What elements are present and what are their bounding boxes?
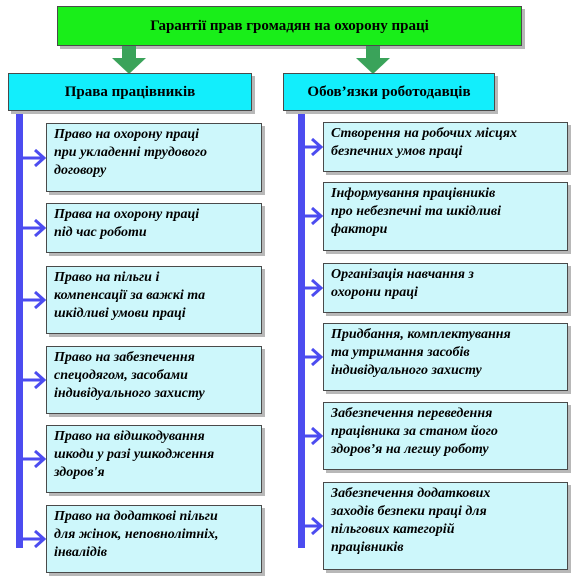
left-pointer-arrow bbox=[34, 370, 47, 390]
employer-duty-item: Забезпечення додаткових заходів безпеки … bbox=[323, 482, 568, 570]
right-pointer-arrow bbox=[311, 426, 324, 446]
employer-duty-item: Придбання, комплектування та утримання з… bbox=[323, 323, 568, 391]
right-pointer-arrow-group bbox=[305, 137, 324, 536]
employer-duty-item: Організація навчання з охорони праці bbox=[323, 263, 568, 313]
employee-right-item: Право на додаткові пільги для жінок, неп… bbox=[46, 505, 262, 573]
left-connector-bar bbox=[16, 112, 23, 548]
employee-right-item: Право на охорону праці при укладенні тру… bbox=[46, 123, 262, 192]
right-connector-bar bbox=[298, 112, 305, 548]
diagram-title: Гарантії прав громадян на охорону праці bbox=[57, 6, 522, 46]
employee-right-item: Право на пільги і компенсації за важкі т… bbox=[46, 266, 262, 334]
left-pointer-arrow-group bbox=[23, 148, 47, 549]
left-pointer-arrow bbox=[34, 290, 47, 310]
employee-right-item: Право на відшкодування шкоди у разі ушко… bbox=[46, 425, 262, 493]
down-arrow-left bbox=[112, 46, 146, 74]
employer-duty-item: Забезпечення переведення працівника за с… bbox=[323, 402, 568, 470]
left-pointer-arrow bbox=[34, 148, 47, 168]
down-arrow-right bbox=[356, 46, 390, 74]
right-pointer-arrow bbox=[311, 516, 324, 536]
right-pointer-arrow bbox=[311, 347, 324, 367]
employer-duty-item: Створення на робочих місцях безпечних ум… bbox=[323, 122, 568, 172]
left-pointer-arrow bbox=[34, 218, 47, 238]
employee-right-item: Право на забезпечення спецодягом, засоба… bbox=[46, 346, 262, 414]
left-pointer-arrow bbox=[34, 449, 47, 469]
column-header-employer-duties: Обов’язки роботодавців bbox=[283, 73, 495, 111]
right-pointer-arrow bbox=[311, 278, 324, 298]
employer-duty-item: Інформування працівників про небезпечні … bbox=[323, 182, 568, 251]
column-header-employee-rights: Права працівників bbox=[8, 73, 252, 111]
employee-right-item: Права на охорону праці під час роботи bbox=[46, 203, 262, 253]
left-pointer-arrow bbox=[34, 529, 47, 549]
right-pointer-arrow bbox=[311, 206, 324, 226]
right-pointer-arrow bbox=[311, 137, 324, 157]
